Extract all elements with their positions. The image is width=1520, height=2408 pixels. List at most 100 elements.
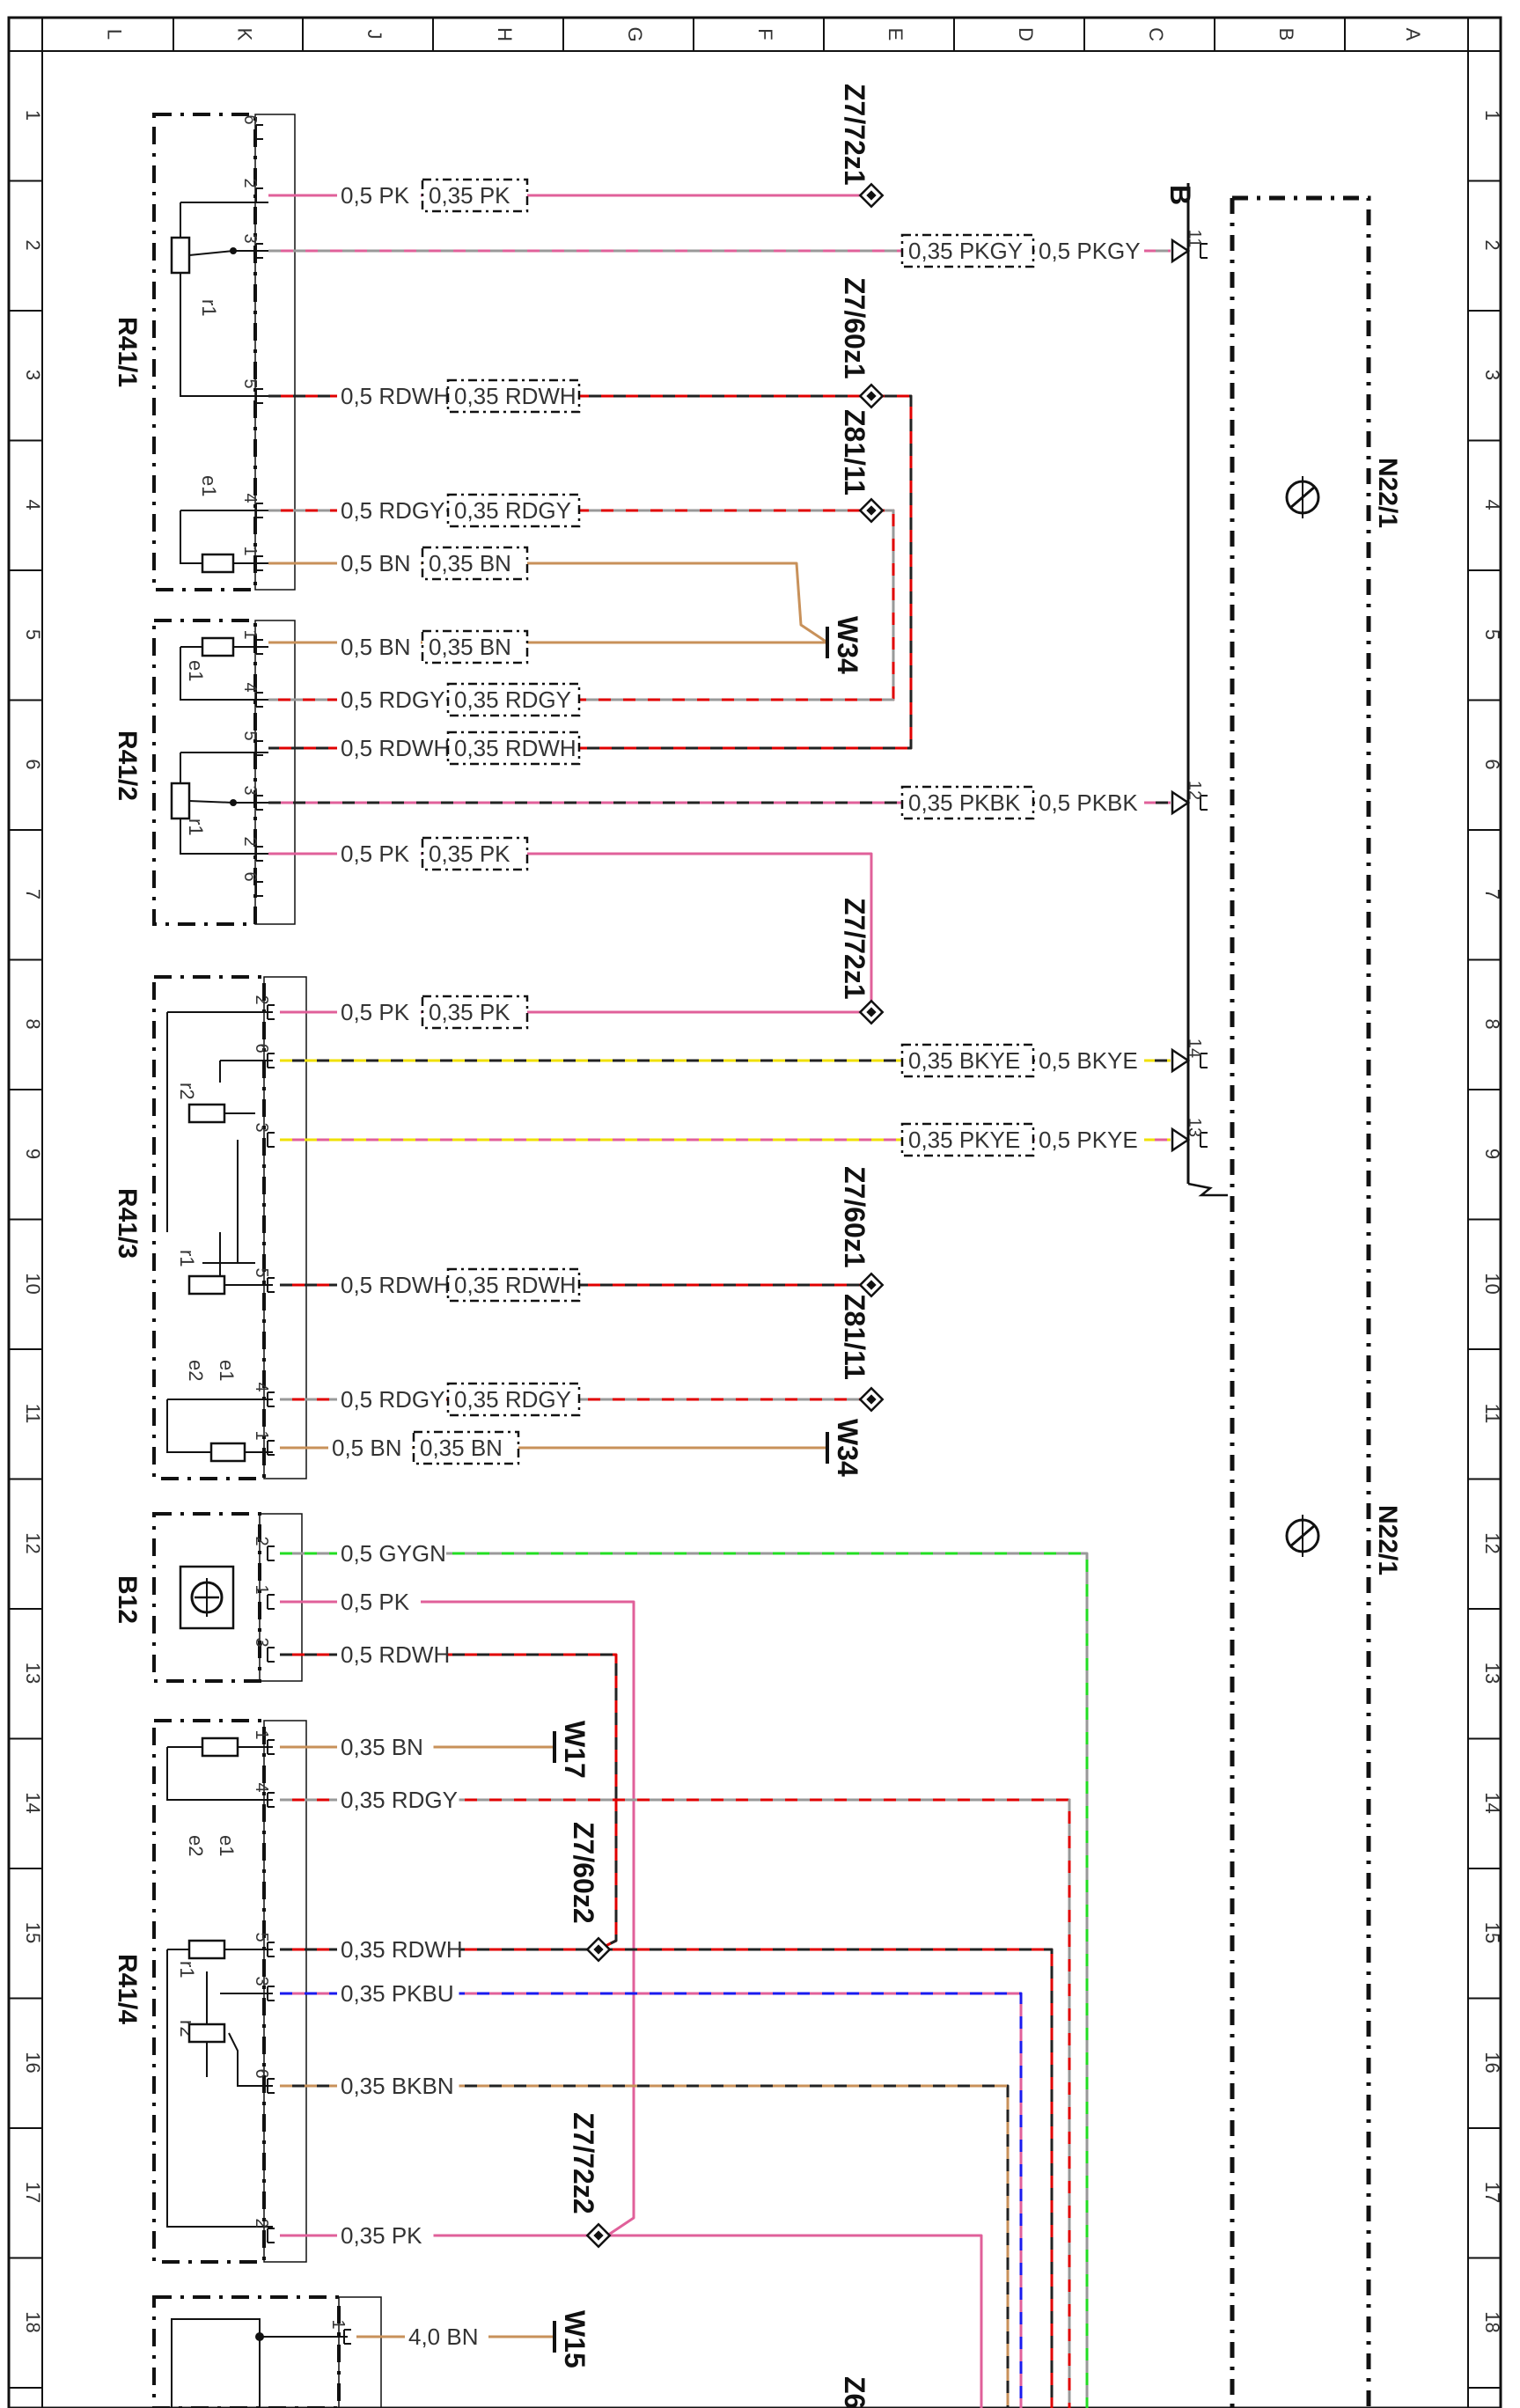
wire-size-label: 0,35 RDWH — [454, 383, 576, 409]
wire-label: 0,35 RDGY — [341, 1787, 458, 1813]
wire-label: 0,35 PKBU — [341, 1980, 454, 2007]
wires — [268, 194, 1171, 2408]
frame-row-label-right: 7 — [1481, 889, 1503, 899]
frame-row-label-right: 16 — [1481, 2052, 1503, 2073]
wire-size-label: 0,35 RDWH — [454, 1272, 576, 1298]
pin-number: 4 — [240, 682, 260, 692]
frame-row-label-left: 15 — [22, 1922, 44, 1943]
frame-row-label-left: 11 — [22, 1404, 44, 1424]
wire-size-box — [421, 546, 529, 581]
wire-label: 0,5 RDWH — [341, 1272, 450, 1298]
component-r41-4: R41/4 e2 e1 r1 r2 — [113, 1719, 307, 2264]
pin-number: 6 — [240, 871, 260, 881]
frame-row-label-left: 14 — [22, 1792, 44, 1813]
wire-label: 0,5 PKBK — [1039, 789, 1138, 816]
splice-icon — [859, 384, 884, 408]
frame-row-label-left: 13 — [22, 1663, 44, 1684]
pin-number: 1 — [328, 2319, 348, 2329]
frame-row-label-right: 2 — [1481, 239, 1503, 250]
wire — [280, 2234, 983, 2408]
wire-size-box — [446, 1267, 581, 1303]
frame-col-label: J — [363, 30, 386, 40]
wire-stripe — [280, 1653, 618, 1951]
wire — [280, 1600, 635, 2237]
frame-row-label-left: 10 — [22, 1273, 44, 1294]
junction-label: Z6 — [839, 2376, 870, 2408]
frame-row-label-left: 9 — [22, 1149, 44, 1159]
frame-row-label-left: 3 — [22, 370, 44, 380]
pin-number: 1 — [252, 1584, 271, 1594]
wire-size-box — [412, 1430, 520, 1465]
component-label: R41/1 — [113, 317, 142, 387]
wire-size-box — [421, 836, 529, 871]
wire-size-box — [900, 1043, 1035, 1078]
wire-label: 0,5 GYGN — [341, 1540, 446, 1567]
frame-row-label-left: 17 — [22, 2182, 44, 2203]
frame-col-label: E — [885, 28, 907, 41]
junction-label: Z7/60z1 — [839, 277, 870, 379]
wire-size-box — [446, 493, 581, 528]
wire-size-box — [421, 629, 529, 664]
pin-number: 3 — [240, 233, 260, 243]
wire-size-box — [446, 378, 581, 414]
svg-text:r1: r1 — [185, 819, 207, 836]
frame-ticks — [9, 18, 1501, 2389]
wire-stripe — [268, 509, 895, 701]
wire-size-label: 0,35 PK — [429, 182, 510, 209]
wire-label: 0,5 RDGY — [341, 1386, 445, 1413]
pin-number: 5 — [252, 1932, 271, 1942]
junction-label: Z7/72z2 — [568, 2112, 599, 2214]
junction-label: Z7/60z2 — [568, 1822, 599, 1924]
pin-number: 2 — [240, 836, 260, 846]
wire — [280, 1798, 1071, 2408]
splice-icon — [859, 1273, 884, 1297]
splice-icon — [586, 2223, 611, 2248]
junction-label: Z81/11 — [839, 1294, 870, 1380]
wire-stripe — [280, 1948, 1054, 2408]
junction-label: W15 — [559, 2310, 591, 2368]
wire-label: 0,5 RDWH — [341, 1641, 450, 1668]
junction-label: W34 — [832, 1419, 863, 1477]
n22-1-symbol-bottom-icon — [1285, 1515, 1320, 1557]
pin-number: 4 — [252, 1782, 271, 1792]
component-label: B12 — [113, 1575, 142, 1624]
pin-number: 1 — [240, 546, 260, 555]
pin-number: 4 — [240, 493, 260, 503]
junction-label: Z7/60z1 — [839, 1166, 870, 1268]
svg-text:e2: e2 — [185, 1360, 207, 1381]
component-b12: B12 — [113, 1512, 303, 1683]
wire-label: 0,5 RDWH — [341, 735, 450, 761]
frame-row-label-right: 10 — [1481, 1273, 1503, 1294]
ground-bus-break — [1187, 1182, 1228, 1197]
svg-text:e2: e2 — [185, 1835, 207, 1856]
wire-label: 0,5 PK — [341, 999, 410, 1025]
pin-number: 2 — [252, 1536, 271, 1545]
junction-label: Z7/72z1 — [839, 84, 870, 186]
outer-frame — [7, 16, 1502, 2408]
frame-row-label-right: 9 — [1481, 1149, 1503, 1159]
wire-label: 0,35 RDWH — [341, 1936, 463, 1963]
frame-row-label-left: 7 — [22, 889, 44, 899]
pin-number: 3 — [252, 1122, 271, 1132]
frame-row-label-left: 18 — [22, 2311, 44, 2332]
component-r41-3: R41/3 r2 r1 e1 e2 — [113, 975, 307, 1480]
wire-size-label: 0,35 PKYE — [908, 1127, 1020, 1153]
splice-icon — [859, 183, 884, 208]
pin-number: 1 — [252, 1729, 271, 1739]
frame-row-label-left: 4 — [22, 499, 44, 510]
pin-number: 5 — [252, 1267, 271, 1277]
frame-col-label: B — [1275, 28, 1297, 41]
pin-number: 2 — [252, 2218, 271, 2228]
wire — [268, 852, 873, 1008]
svg-text:e1: e1 — [216, 1835, 238, 1856]
frame-row-label-left: 5 — [22, 629, 44, 640]
wire-size-label: 0,35 PKBK — [908, 789, 1021, 816]
splice-icon — [859, 1000, 884, 1024]
frame-row-label-right: 18 — [1481, 2311, 1503, 2332]
n22-1-box — [1230, 195, 1371, 2408]
svg-text:e1: e1 — [198, 475, 220, 496]
pin-number: 5 — [240, 378, 260, 388]
